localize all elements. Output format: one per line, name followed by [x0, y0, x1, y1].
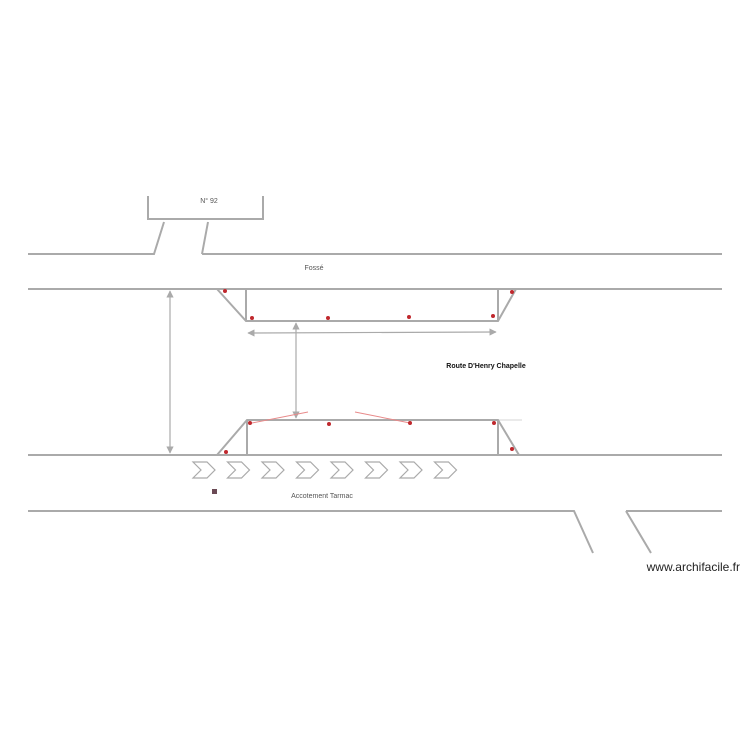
road-label: Route D'Henry Chapelle — [446, 363, 526, 370]
ditch-label: Fossé — [304, 265, 323, 272]
chevron-row — [191, 461, 458, 479]
note-leader-lines — [251, 411, 411, 424]
house-outline — [147, 196, 264, 220]
chevron-marking — [329, 461, 354, 479]
shoulder-edge — [28, 510, 722, 554]
chevron-marking — [295, 461, 320, 479]
chevron-marking — [226, 461, 251, 479]
markers — [223, 289, 514, 454]
chevron-marking — [260, 461, 285, 479]
house-number-label: N° 92 — [200, 197, 218, 205]
chevron-marking — [398, 461, 423, 479]
watermark: www.archifacile.fr — [646, 560, 740, 574]
parking-bay-top — [216, 288, 517, 322]
dimension-bay-length — [247, 328, 497, 337]
marker-square — [212, 489, 217, 494]
chevron-marking — [433, 461, 458, 479]
chevron-marking — [364, 461, 389, 479]
parking-bay-bottom — [216, 419, 520, 456]
shoulder-label: Accotement Tarmac — [291, 493, 353, 500]
chevron-marking — [191, 461, 216, 479]
road-edge-top-left — [28, 221, 165, 255]
road-edge-top-right — [201, 221, 722, 255]
